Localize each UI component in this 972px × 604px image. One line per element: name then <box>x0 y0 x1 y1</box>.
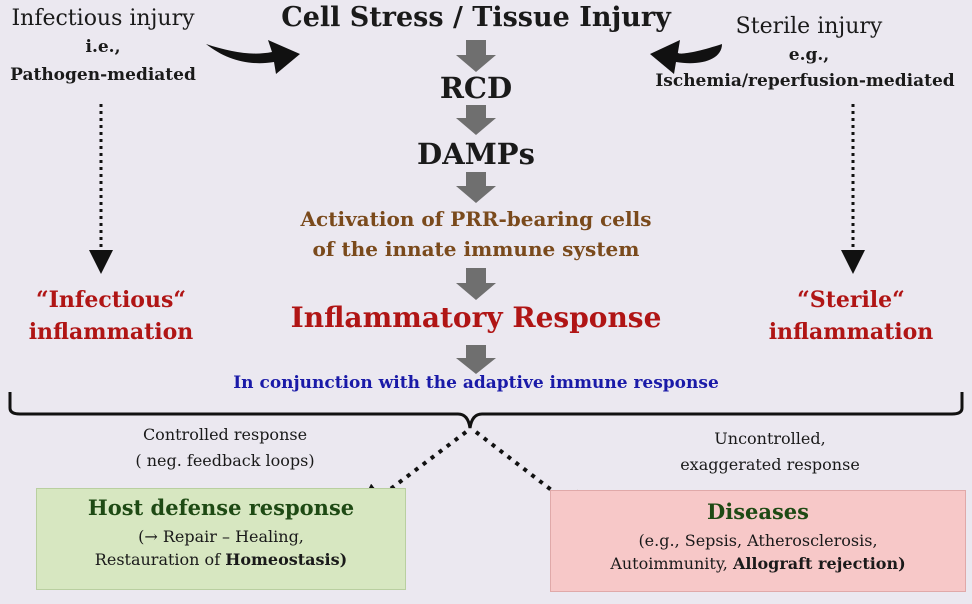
diseases-line-1: (e.g., Sepsis, Atherosclerosis, <box>638 531 878 551</box>
infectious-inflammation-line-2: inflammation <box>28 319 194 345</box>
gray-arrow-3 <box>456 172 496 203</box>
host-defense-line-2-plain: Restauration of <box>94 550 226 570</box>
damps-label: DAMPs <box>417 137 535 171</box>
inflammatory-response-label: Inflammatory Response <box>290 301 662 334</box>
host-defense-box: Host defense response (→ Repair – Healin… <box>36 488 406 590</box>
host-defense-title: Host defense response <box>87 495 355 520</box>
infectious-injury-ie: i.e., <box>85 37 121 57</box>
diseases-line-2: Autoimmunity, Allograft rejection) <box>551 554 965 574</box>
rcd-label: RCD <box>439 71 513 105</box>
right-curved-arrow <box>650 40 722 74</box>
gray-arrow-4 <box>456 268 496 300</box>
activation-line-2: of the innate immune system <box>312 237 640 261</box>
adaptive-immune-label: In conjunction with the adaptive immune … <box>233 373 719 393</box>
controlled-response-line-1: Controlled response <box>142 425 308 444</box>
gray-arrow-1 <box>456 40 496 72</box>
left-curved-arrow <box>206 40 300 74</box>
gray-flow-arrows <box>456 40 496 374</box>
infectious-injury-sub: Pathogen-mediated <box>10 65 196 85</box>
gray-arrow-5 <box>456 345 496 374</box>
diseases-title: Diseases <box>707 499 809 524</box>
diseases-line-2-bold: Allograft rejection) <box>732 554 906 574</box>
uncontrolled-response-line-2: exaggerated response <box>680 455 860 474</box>
host-defense-line-2-bold: Homeostasis) <box>225 550 348 570</box>
diseases-box: Diseases (e.g., Sepsis, Atherosclerosis,… <box>550 490 966 592</box>
sterile-injury-eg: e.g., <box>788 45 830 65</box>
activation-line-1: Activation of PRR-bearing cells <box>300 207 652 231</box>
host-defense-line-1: (→ Repair – Healing, <box>138 527 304 547</box>
sterile-injury-title: Sterile injury <box>735 14 883 39</box>
sterile-inflammation-line-1: “Sterile“ <box>797 287 905 313</box>
sterile-inflammation-line-2: inflammation <box>768 319 934 345</box>
diseases-line-2-plain: Autoimmunity, <box>610 554 733 574</box>
host-defense-line-2: Restauration of Homeostasis) <box>37 550 405 570</box>
curly-brace <box>8 392 964 429</box>
sterile-injury-sub: Ischemia/reperfusion-mediated <box>655 71 955 91</box>
infectious-inflammation-line-1: “Infectious“ <box>35 287 187 313</box>
cell-stress-title: Cell Stress / Tissue Injury <box>281 2 671 33</box>
infectious-injury-title: Infectious injury <box>11 6 195 31</box>
gray-arrow-2 <box>456 105 496 135</box>
uncontrolled-response-line-1: Uncontrolled, <box>714 429 826 448</box>
dotted-arrow-to-diseases <box>474 430 593 522</box>
controlled-response-line-2: ( neg. feedback loops) <box>135 451 315 470</box>
